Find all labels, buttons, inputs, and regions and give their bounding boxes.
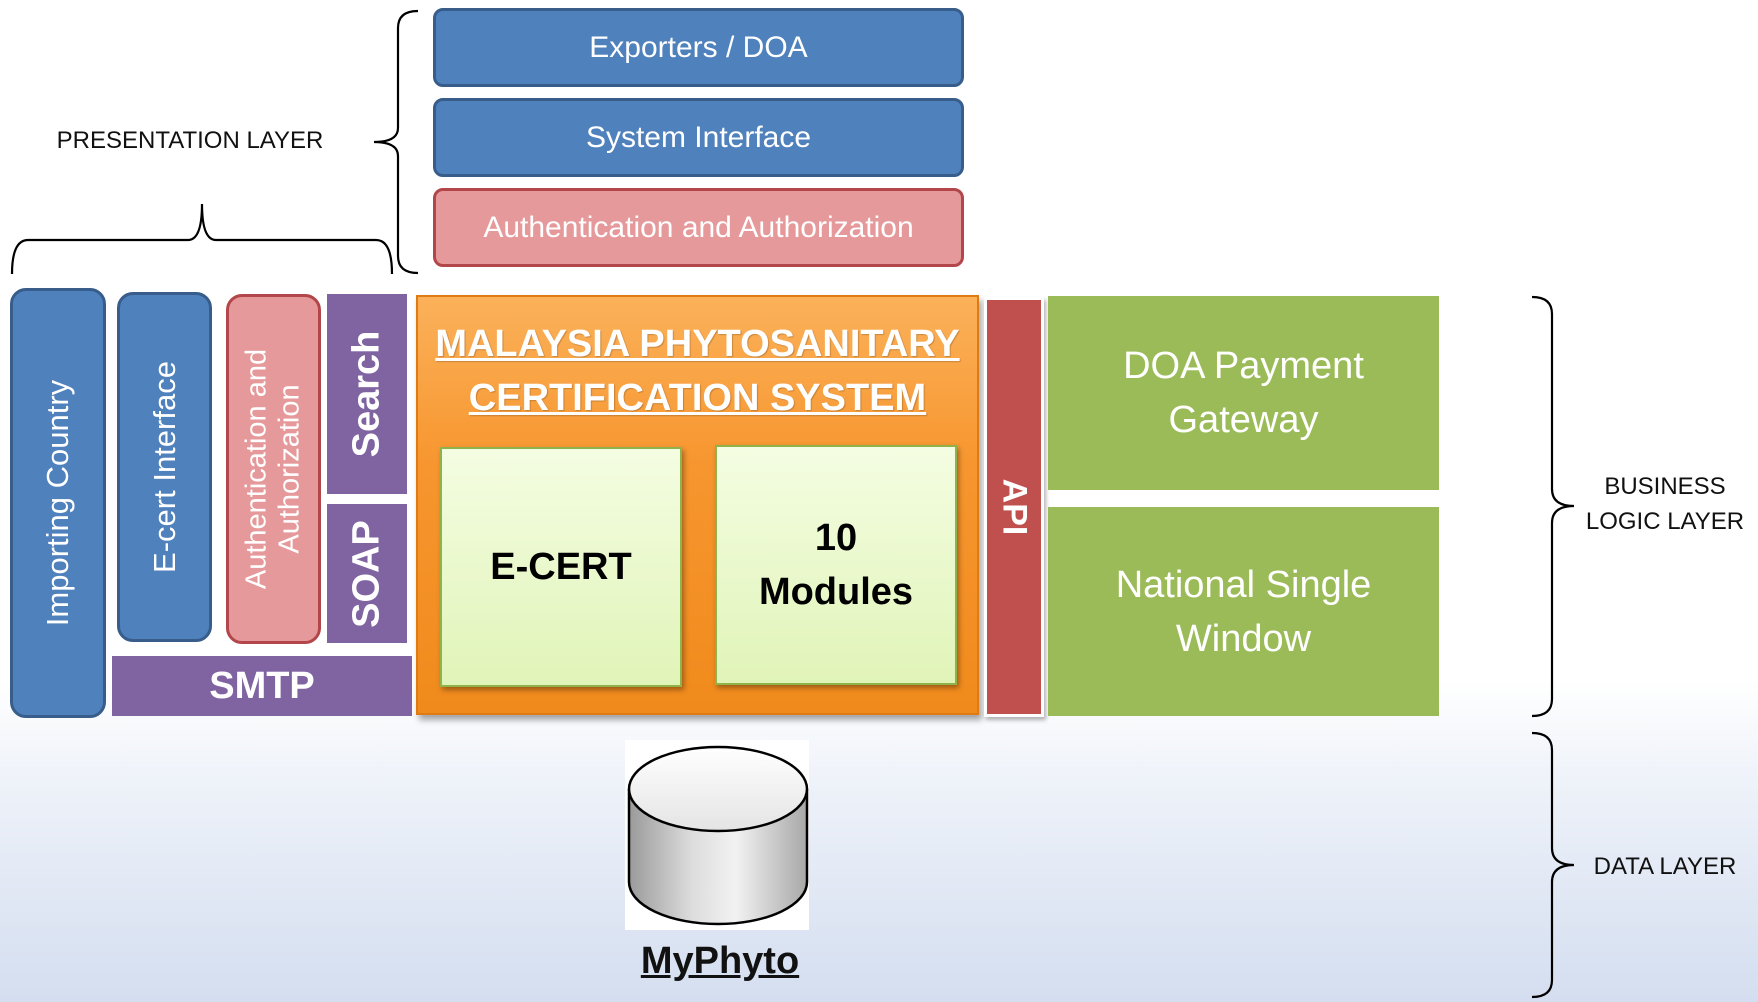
search-label: Search — [345, 330, 388, 458]
auth-column: Authentication and Authorization — [226, 294, 321, 644]
auth-column-label: Authentication and Authorization — [240, 349, 307, 589]
payment-line2: Gateway — [1168, 399, 1319, 441]
ten-modules-block: 10 Modules — [715, 445, 957, 685]
smtp-bar: SMTP — [112, 656, 412, 716]
ten-modules-line1: 10 — [814, 517, 858, 559]
soap-block: SOAP — [327, 504, 407, 643]
presentation-brace-horizontal — [10, 203, 394, 275]
business-label-line1: BUSINESS — [1604, 473, 1726, 500]
nsw-line1: National Single — [1115, 563, 1372, 606]
core-system-block: MALAYSIA PHYTOSANITARY CERTIFICATION SYS… — [416, 295, 979, 715]
soap-label: SOAP — [345, 519, 388, 628]
business-layer-brace — [1531, 295, 1575, 718]
ten-modules-line2: Modules — [758, 571, 914, 613]
auth-bar: Authentication and Authorization — [433, 188, 964, 267]
presentation-brace-vertical — [373, 9, 419, 275]
ecert-interface-column: E-cert Interface — [117, 292, 212, 642]
doa-payment-gateway-block: DOA Payment Gateway — [1048, 296, 1439, 490]
nsw-line2: Window — [1175, 617, 1312, 660]
core-system-title: MALAYSIA PHYTOSANITARY CERTIFICATION SYS… — [418, 317, 977, 425]
business-logic-layer-label: BUSINESS LOGIC LAYER — [1580, 470, 1750, 540]
ecert-interface-label: E-cert Interface — [146, 361, 182, 573]
auth-bar-label: Authentication and Authorization — [483, 210, 914, 244]
core-title-line1: MALAYSIA PHYTOSANITARY — [435, 323, 960, 365]
smtp-label: SMTP — [209, 664, 315, 707]
importing-country-label: Importing Country — [40, 379, 75, 627]
core-title-line2: CERTIFICATION SYSTEM — [468, 377, 927, 419]
national-single-window-block: National Single Window — [1048, 507, 1439, 716]
data-layer-label: DATA LAYER — [1593, 853, 1737, 880]
importing-country-column: Importing Country — [10, 288, 106, 718]
national-single-window-label: National Single Window — [1116, 558, 1372, 666]
presentation-layer-label: PRESENTATION LAYER — [56, 127, 324, 154]
doa-payment-gateway-label: DOA Payment Gateway — [1123, 339, 1364, 447]
search-block: Search — [327, 294, 407, 494]
exporters-doa-label: Exporters / DOA — [589, 30, 808, 64]
ecert-module: E-CERT — [440, 447, 682, 687]
ten-modules-label: 10 Modules — [759, 511, 913, 619]
database-label: MyPhyto — [640, 940, 800, 982]
ecert-module-label: E-CERT — [490, 546, 632, 588]
system-interface-bar: System Interface — [433, 98, 964, 177]
database-cylinder-icon — [627, 745, 809, 926]
exporters-doa-bar: Exporters / DOA — [433, 8, 964, 87]
payment-line1: DOA Payment — [1123, 345, 1364, 387]
auth-column-line2: Authorization — [273, 384, 306, 554]
business-label-line2: LOGIC LAYER — [1585, 507, 1745, 535]
api-block: API — [984, 297, 1044, 717]
data-layer-brace — [1531, 731, 1575, 999]
api-label: API — [995, 478, 1034, 536]
auth-column-line1: Authentication and — [240, 348, 273, 590]
system-interface-label: System Interface — [585, 120, 812, 154]
